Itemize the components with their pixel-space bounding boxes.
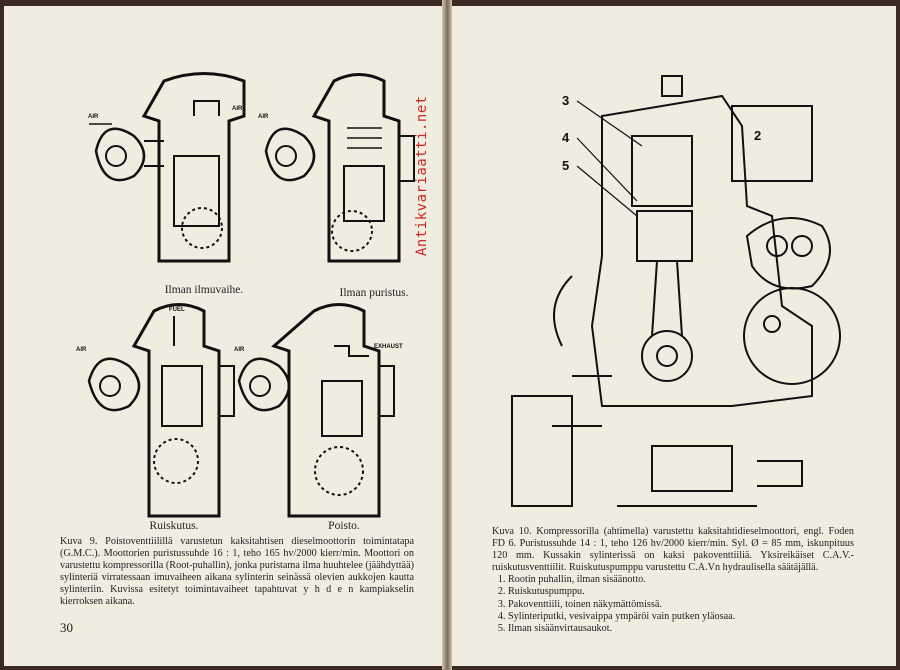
figure-caption-exhaust: Poisto. (328, 520, 360, 532)
diagram1-air-out-label: AIR (232, 106, 243, 112)
diagram-compression (264, 73, 415, 263)
figure-caption-injection: Ruiskutus. (149, 520, 199, 532)
book-gutter (442, 0, 452, 670)
figure-9-caption-text: Kuva 9. Poistoventtiilillä varustetun ka… (60, 536, 414, 608)
page-number: 30 (60, 620, 73, 635)
component-list-item: Pakoventtiili, toinen näkymättömissä. (508, 599, 854, 611)
diagram-exhaust (237, 303, 395, 518)
callout-5: 5 (562, 158, 569, 173)
component-list-item: Sylinteriputki, vesivaippa ympäröi vain … (508, 611, 854, 623)
diagram4-exhaust-label: EXHAUST (374, 344, 403, 350)
left-page: AIR AIR AIR FUEL AIR AIR EXHAUST Ilman i… (4, 6, 442, 666)
callout-4: 4 (562, 130, 570, 145)
component-list-item: Ruiskutuspumppu. (508, 586, 854, 598)
component-list: Rootin puhallin, ilman sisäänotto. Ruisk… (492, 574, 854, 634)
figure-10-caption-text: Kuva 10. Kompressorilla (ahtimella) varu… (492, 526, 854, 574)
diagram4-air-label: AIR (234, 347, 245, 353)
right-page: 3 4 5 2 Kuva 10. Kompressorilla (ahtimel… (452, 6, 896, 666)
engine-cycle-diagrams: AIR AIR AIR FUEL AIR AIR EXHAUST (76, 72, 415, 518)
diagram-air-intake (89, 72, 246, 263)
callout-2: 2 (754, 128, 761, 143)
diagram2-air-label: AIR (258, 114, 269, 120)
diagram3-air-label: AIR (76, 347, 87, 353)
diagram1-air-label: AIR (88, 114, 99, 120)
diagram3-fuel-label: FUEL (169, 307, 185, 313)
figure-caption-air-intake: Ilman ilmuvaihe. (164, 284, 244, 296)
component-list-item: Rootin puhallin, ilman sisäänotto. (508, 574, 854, 586)
diagram-injection (87, 303, 235, 518)
figure-caption-compression: Ilman puristus. (339, 287, 409, 299)
callout-3: 3 (562, 93, 569, 108)
figure-9-caption: Kuva 9. Poistoventtiilillä varustetun ka… (60, 536, 414, 609)
figure-10-caption: Kuva 10. Kompressorilla (ahtimella) varu… (492, 526, 854, 635)
watermark: Antikvariaatti.net (414, 95, 430, 256)
engine-cross-section: 3 4 5 2 (511, 75, 841, 507)
component-list-item: Ilman sisäänvirtausaukot. (508, 623, 854, 635)
